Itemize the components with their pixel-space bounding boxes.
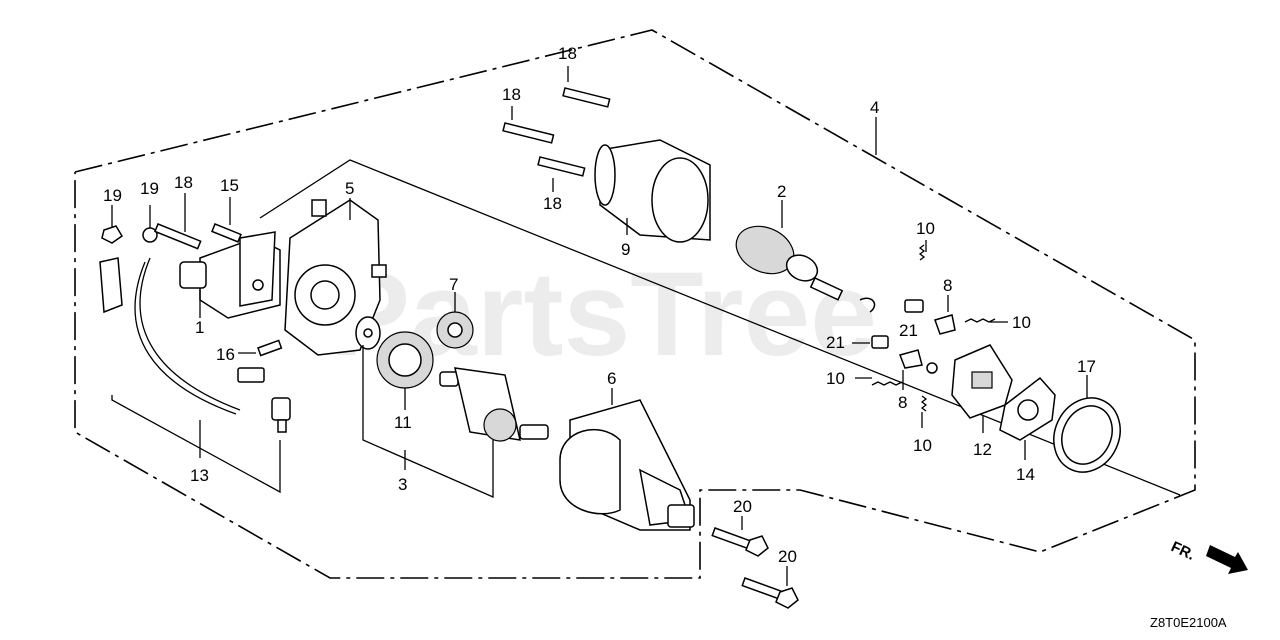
callout-19: 19 [103, 186, 122, 205]
callout-18: 18 [558, 44, 577, 63]
callout-11: 11 [394, 413, 412, 432]
callout-6: 6 [607, 369, 616, 388]
callout-21: 21 [826, 333, 845, 352]
front-label: FR. [1168, 538, 1197, 564]
front-direction-marker: FR. [1168, 538, 1248, 574]
part-harness [99, 257, 291, 433]
part-brushes-springs [859, 244, 996, 412]
callout-3: 3 [398, 475, 407, 494]
callout-18: 18 [174, 173, 193, 192]
part-solenoid [179, 231, 281, 319]
part-armature [735, 225, 844, 301]
callout-10: 10 [913, 436, 932, 455]
leader-lines [111, 66, 1088, 586]
assembly-outline [74, 29, 1196, 579]
bolts-left [101, 223, 283, 383]
callout-18: 18 [543, 194, 562, 213]
callout-10: 10 [826, 369, 845, 388]
callout-2: 2 [777, 182, 786, 201]
callout-9: 9 [621, 240, 630, 259]
part-motor-housing [559, 399, 695, 531]
bolts-18 [502, 87, 611, 177]
callout-18: 18 [502, 85, 521, 104]
callout-21: 21 [899, 321, 918, 340]
callout-14: 14 [1016, 465, 1035, 484]
callout-4: 4 [870, 98, 879, 117]
front-arrow-icon [1206, 545, 1248, 574]
callout-19: 19 [140, 179, 159, 198]
callout-16: 16 [216, 345, 235, 364]
callout-1: 1 [195, 318, 204, 337]
callout-12: 12 [973, 440, 992, 459]
callout-13: 13 [190, 466, 209, 485]
callout-10: 10 [1012, 313, 1031, 332]
callout-20: 20 [778, 547, 797, 566]
callout-10: 10 [916, 219, 935, 238]
callout-20: 20 [733, 497, 752, 516]
callout-5: 5 [345, 179, 354, 198]
part-cover [284, 199, 387, 356]
callouts: 19 19 18 15 5 1 16 7 11 3 13 6 9 18 18 1… [103, 44, 1096, 566]
part-holder-plate-seal [951, 344, 1121, 473]
callout-7: 7 [449, 275, 458, 294]
callout-8: 8 [898, 393, 907, 412]
callout-17: 17 [1077, 357, 1096, 376]
bolts-20 [711, 527, 799, 609]
callout-15: 15 [220, 176, 239, 195]
diagram-code: Z8T0E2100A [1150, 615, 1227, 630]
part-drive [439, 367, 549, 442]
part-yoke [594, 139, 711, 243]
callout-8: 8 [943, 276, 952, 295]
